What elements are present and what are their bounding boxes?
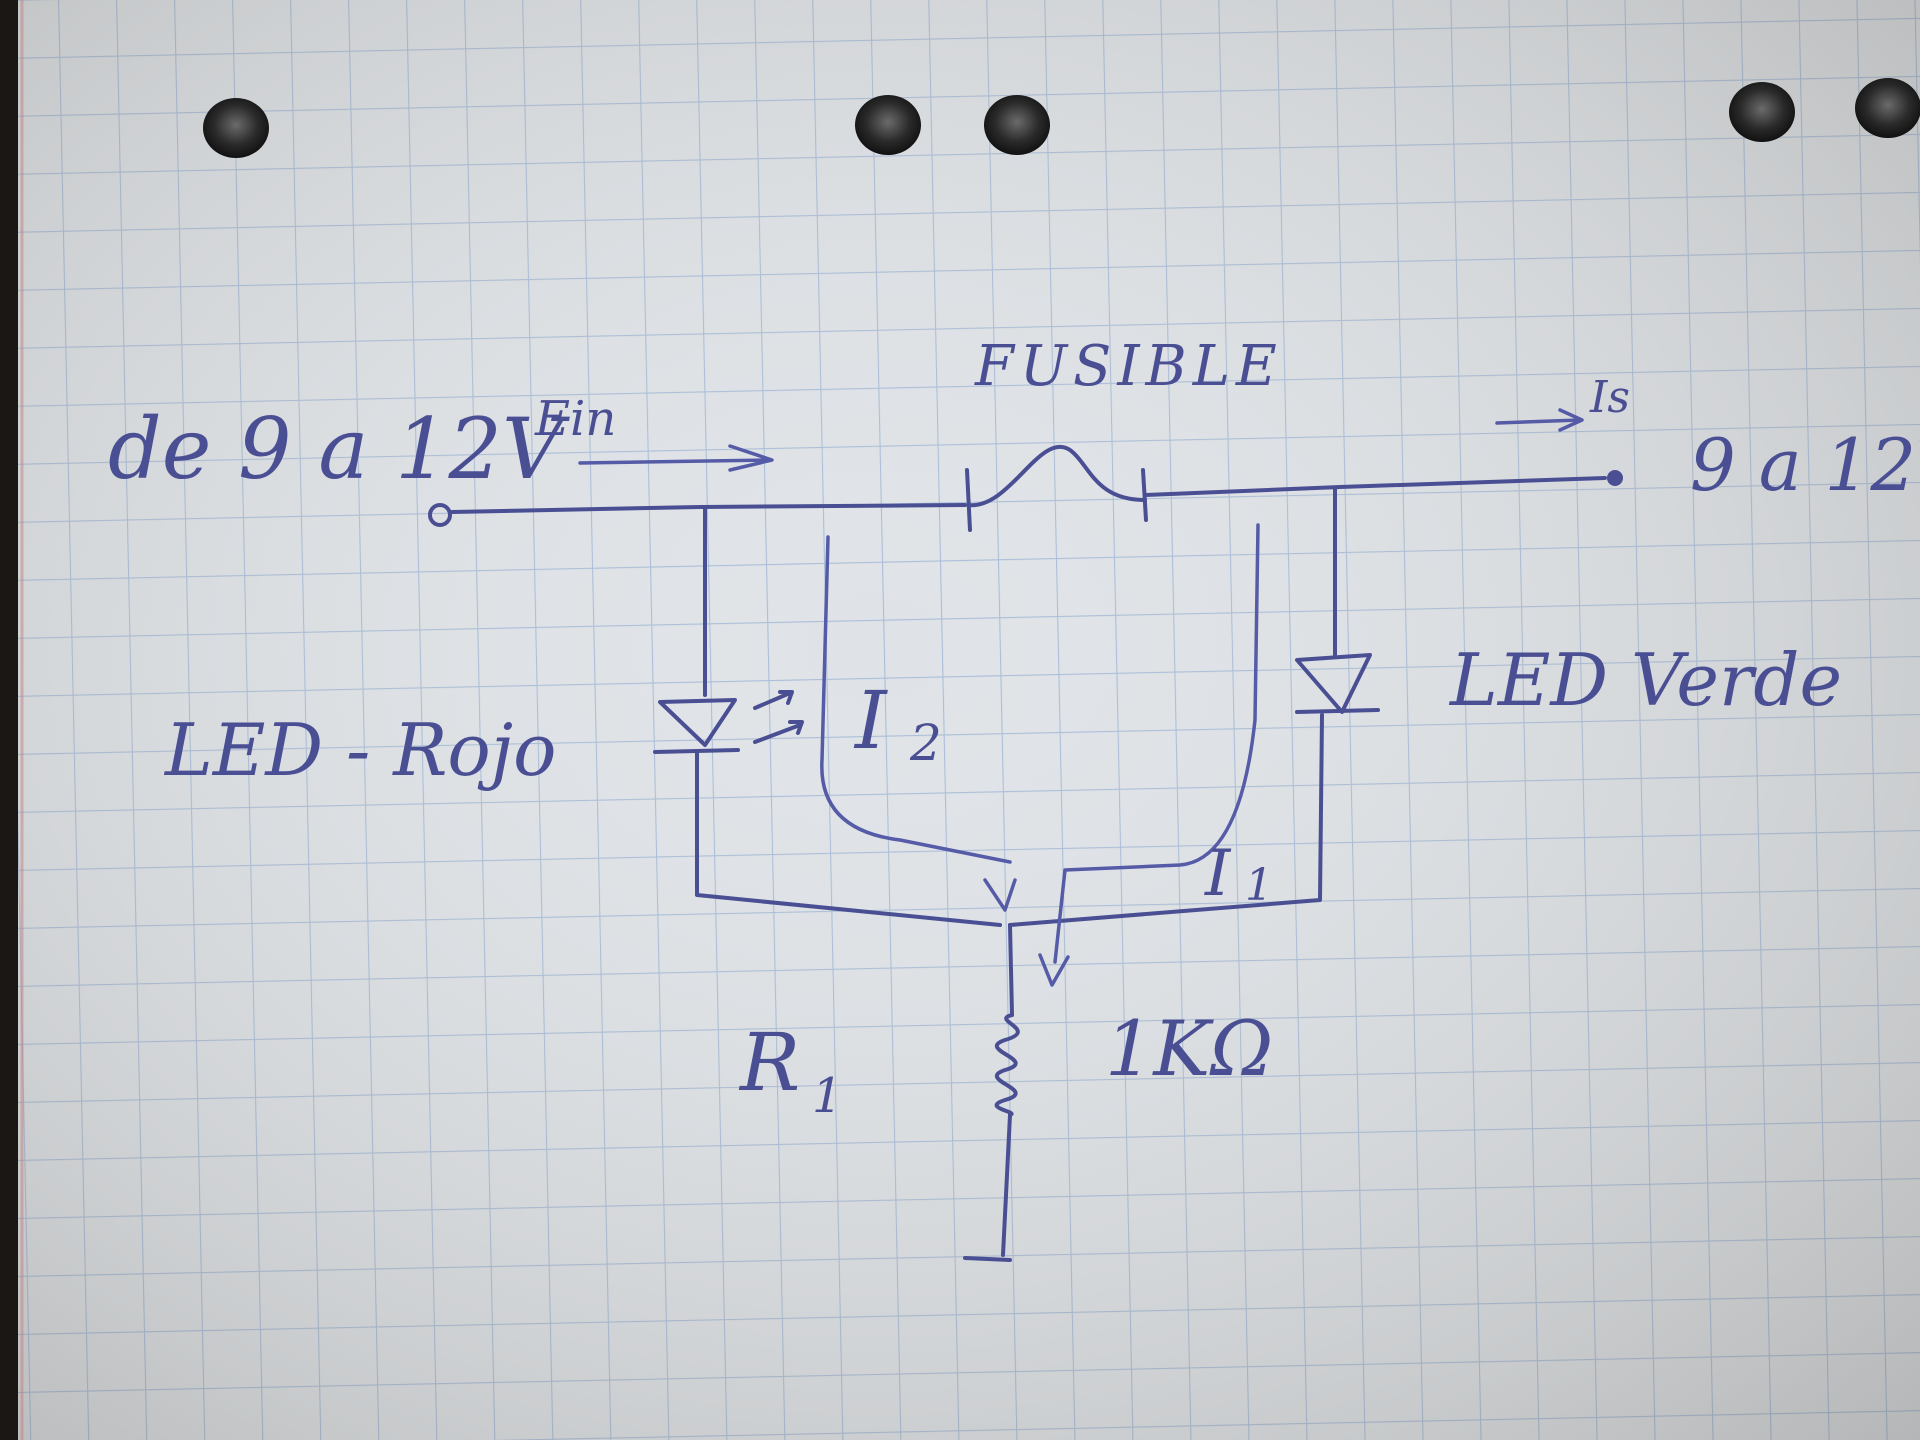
- current-i1-label: I 1: [1204, 837, 1273, 911]
- green-led-wire-bottom: [1008, 713, 1324, 927]
- arrow-head: [1038, 953, 1070, 987]
- binder-holes: [203, 78, 1920, 158]
- resistor-name-label: R 1: [738, 1016, 843, 1124]
- output-current-arrow: [1495, 418, 1582, 425]
- green-led-symbol: [1295, 653, 1380, 714]
- resistor-subscript: 1: [812, 1068, 843, 1124]
- binder-hole: [984, 95, 1050, 155]
- arrow-head: [728, 444, 774, 472]
- output-terminal: [1607, 470, 1623, 486]
- fuse-label: FUSIBLE: [974, 334, 1283, 399]
- input-voltage-label: de 9 a 12V: [108, 400, 570, 498]
- ground-wire: [1001, 1113, 1012, 1257]
- node-wire: [1008, 923, 1014, 1017]
- input-current-arrow: [578, 458, 772, 465]
- binder-hole: [1729, 82, 1795, 142]
- binder-hole: [1855, 78, 1920, 138]
- output-current-label: Is: [1589, 372, 1630, 423]
- arrow-head: [1558, 408, 1584, 432]
- current-arrows: [578, 408, 1584, 987]
- binder-hole: [203, 98, 269, 158]
- i2-current-path: [820, 535, 1012, 864]
- current-i2-letter: I: [853, 674, 888, 767]
- binder-hole: [855, 95, 921, 155]
- green-led-label: LED Verde: [1448, 638, 1842, 722]
- arrow-head: [983, 878, 1017, 912]
- i1-current-path: [1053, 523, 1260, 964]
- input-wire: [450, 503, 967, 514]
- current-i2-label: I 2: [853, 674, 942, 772]
- red-led-label: LED - Rojo: [163, 708, 556, 792]
- current-i1-subscript: 1: [1245, 860, 1273, 911]
- current-i2-subscript: 2: [909, 714, 942, 772]
- red-led-wire-bottom: [695, 750, 1002, 927]
- output-voltage-label: 9 a 12V: [1690, 423, 1920, 507]
- ground-symbol: [963, 1256, 1012, 1262]
- input-terminal: [428, 503, 452, 527]
- circuit-schematic: [428, 445, 1623, 1262]
- current-i1-letter: I: [1204, 837, 1232, 911]
- output-wire: [1144, 476, 1607, 497]
- input-current-label: Ein: [534, 391, 616, 447]
- resistor-symbol: [994, 1013, 1020, 1117]
- resistor-value-label: 1KΩ: [1105, 1004, 1273, 1093]
- notebook-page: [18, 0, 1920, 1440]
- resistor-letter: R: [738, 1016, 800, 1109]
